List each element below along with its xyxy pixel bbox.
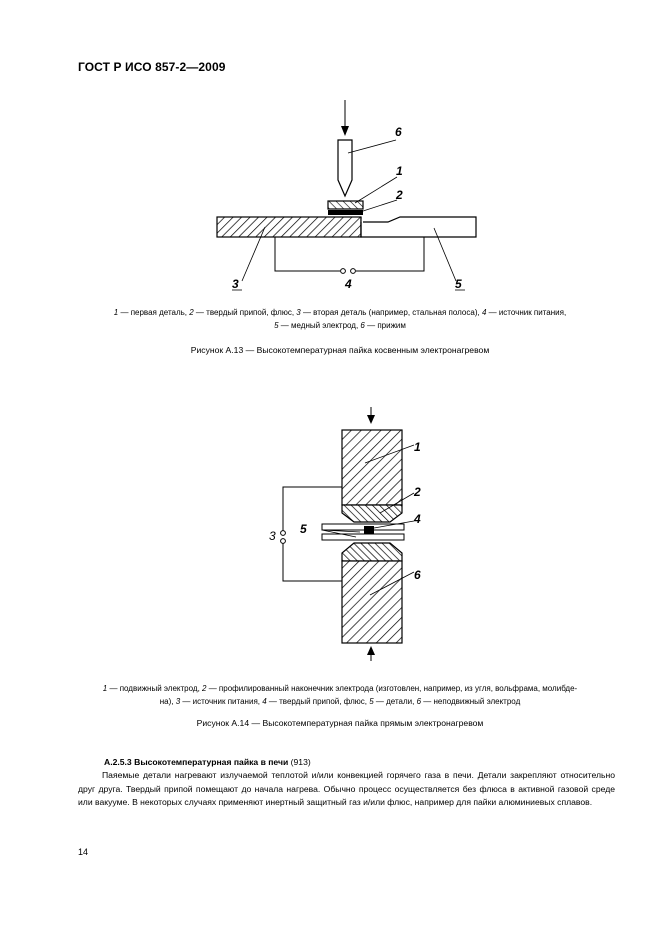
fig13-label-5: 5 [455, 277, 462, 291]
fig14-label-6: 6 [414, 568, 421, 582]
fig14-label-4: 4 [413, 512, 421, 526]
fig13-label-1: 1 [396, 164, 403, 178]
section-body: Паяемые детали нагревают излучаемой тепл… [78, 769, 615, 810]
fig14-label-3: 3 [269, 529, 276, 543]
section-heading: А.2.5.3 Высокотемпературная пайка в печи… [104, 757, 311, 767]
figure-a14-diagram: 1 2 3 4 5 6 [269, 407, 421, 661]
fig13-label-2: 2 [395, 188, 403, 202]
page-number: 14 [78, 847, 89, 857]
section-title: Высокотемпературная пайка в печи [134, 757, 289, 767]
section-number: А.2.5.3 [104, 757, 132, 767]
fig13-label-6: 6 [395, 125, 402, 139]
figure-a13-legend: 1 — первая деталь, 2 — твердый припой, ф… [113, 308, 567, 330]
fig14-label-1: 1 [414, 440, 421, 454]
fig13-label-4: 4 [344, 277, 352, 291]
document-header: ГОСТ Р ИСО 857-2—2009 [78, 60, 226, 74]
figure-a13-caption: Рисунок А.13 — Высокотемпературная пайка… [190, 345, 490, 355]
fig14-label-5: 5 [300, 522, 307, 536]
body-paragraph: Паяемые детали нагревают излучаемой тепл… [78, 770, 615, 808]
fig14-label-2: 2 [413, 485, 421, 499]
figure-a13-diagram: 6 1 2 3 4 5 [216, 100, 477, 291]
section-ref: (913) [288, 757, 311, 767]
figure-a14-caption: Рисунок А.14 — Высокотемпературная пайка… [196, 718, 484, 728]
figure-a14-legend: 1 — подвижный электрод, 2 — профилирован… [102, 684, 578, 706]
fig13-label-3: 3 [232, 277, 239, 291]
